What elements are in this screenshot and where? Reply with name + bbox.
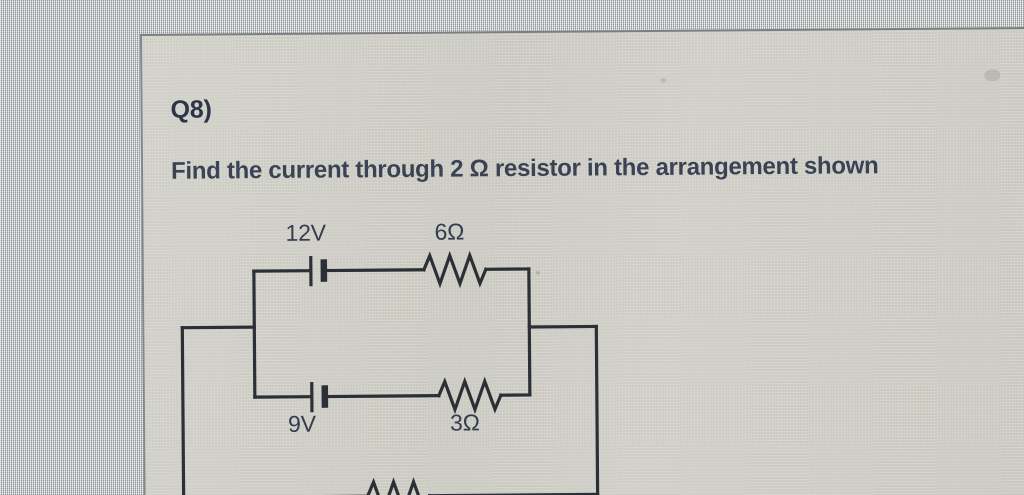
label-resistor-6ohm: 6Ω	[434, 218, 465, 245]
resistor-6ohm-symbol	[421, 250, 488, 289]
wire-outer-tap-left	[180, 325, 256, 330]
paper-speck-3	[660, 77, 667, 83]
page-content: Q8) Find the current through 2 Ω resisto…	[142, 29, 1024, 495]
wire-outer-right	[594, 324, 600, 495]
resistor-3ohm-symbol	[436, 376, 503, 415]
background-left-strip	[0, 0, 148, 495]
wire-inner-right	[527, 267, 532, 397]
label-battery-12v: 12V	[285, 219, 326, 246]
label-resistor-3ohm: 3Ω	[449, 409, 480, 436]
wire-inner-left	[252, 269, 257, 399]
wire-top-middle	[324, 268, 426, 273]
wire-bottom-middle	[325, 394, 441, 399]
wire-outer-tap-right	[527, 324, 598, 329]
paper-speck-1	[984, 69, 1001, 82]
resistor-2ohm-symbol	[365, 477, 432, 495]
circuit-svg	[180, 250, 600, 495]
label-battery-9v: 9V	[287, 410, 316, 437]
question-page-card: Q8) Find the current through 2 Ω resisto…	[140, 26, 1024, 495]
circuit-diagram: 12V 6Ω 9V 3Ω 2Ω	[143, 171, 766, 495]
question-number: Q8)	[170, 95, 212, 124]
wire-outer-left	[180, 326, 186, 495]
